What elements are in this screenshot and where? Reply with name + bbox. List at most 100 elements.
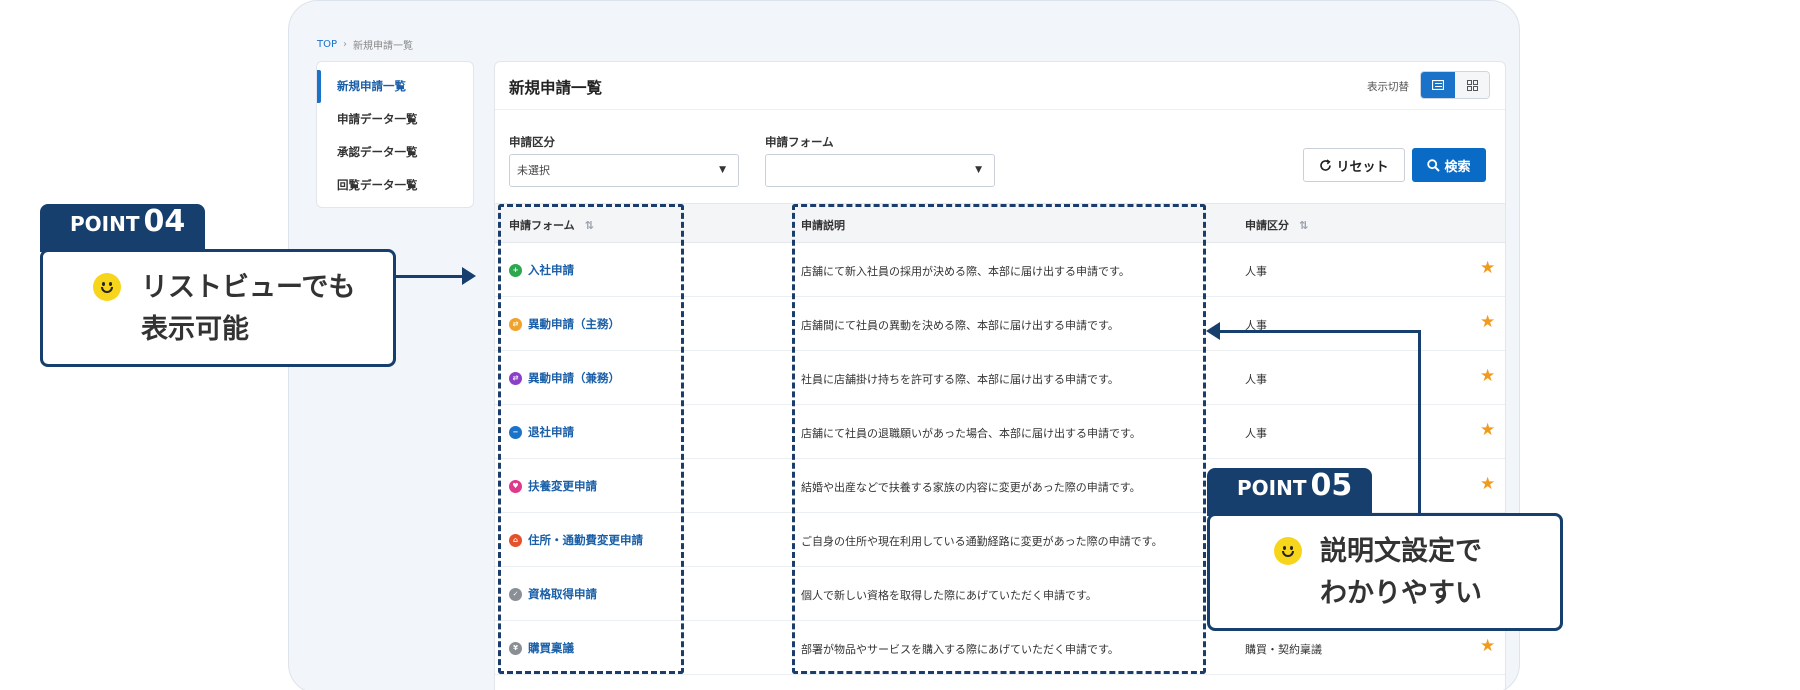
- form-name: 退社申請: [528, 425, 574, 439]
- table-row[interactable]: ✓ 資格取得申請 個人で新しい資格を取得した際にあげていただく申請です。: [495, 567, 1505, 621]
- list-view-icon: [1432, 80, 1444, 90]
- form-description: 個人で新しい資格を取得した際にあげていただく申請です。: [801, 589, 1097, 602]
- form-link[interactable]: ♥ 扶養変更申請: [509, 478, 597, 494]
- reset-button[interactable]: リセット: [1303, 148, 1405, 182]
- point05-text: 説明文設定で わかりやすい: [1320, 536, 1482, 609]
- form-category: 人事: [1245, 373, 1267, 386]
- form-filter-label: 申請フォーム: [765, 135, 834, 149]
- column-header-description-label: 申請説明: [801, 219, 845, 232]
- column-header-form[interactable]: 申請フォーム ⇅: [509, 217, 594, 233]
- form-link[interactable]: −退社申請: [509, 424, 574, 440]
- point05-arrowhead: [1206, 322, 1220, 340]
- form-name: 異動申請（兼務）: [528, 371, 620, 385]
- form-link[interactable]: ⇄ 異動申請（主務）: [509, 316, 620, 332]
- transfer-icon: ⇄: [509, 317, 522, 331]
- point05-connector-horizontal: [1220, 330, 1421, 333]
- table-row[interactable]: ¥購買稟議部署が物品やサービスを購入する際にあげていただく申請です。購買・契約稟…: [495, 621, 1505, 675]
- point05-word: POINT: [1237, 476, 1307, 500]
- chevron-down-icon: ▼: [719, 165, 726, 175]
- form-name: 入社申請: [528, 263, 574, 277]
- form-description: ご自身の住所や現在利用している通勤経路に変更があった際の申請です。: [801, 535, 1163, 548]
- point05-box: 説明文設定で わかりやすい: [1207, 513, 1563, 631]
- column-header-description: 申請説明: [801, 217, 845, 233]
- sidebar-item-circulation-data[interactable]: 回覧データ一覧: [337, 178, 418, 192]
- star-icon[interactable]: ★: [1480, 312, 1496, 332]
- point04-number: 04: [143, 204, 186, 239]
- form-description: 社員に店舗掛け持ちを許可する際、本部に届け出する申請です。: [801, 373, 1119, 386]
- form-category: 購買・契約稟議: [1245, 643, 1322, 656]
- form-link[interactable]: + 入社申請: [509, 262, 574, 278]
- sort-icon[interactable]: ⇅: [584, 218, 594, 232]
- point04-text: リストビューでも 表示可能: [141, 272, 356, 345]
- filter-area: 申請区分 未選択 ▼ 申請フォーム ▼ リセット 検索: [495, 110, 1505, 203]
- form-name: 異動申請（主務）: [528, 317, 620, 331]
- form-description: 結婚や出産などで扶養する家族の内容に変更があった際の申請です。: [801, 481, 1141, 494]
- main-panel: 新規申請一覧 表示切替 申請区分 未選択 ▼ 申請フォーム ▼: [494, 61, 1506, 690]
- column-header-category[interactable]: 申請区分 ⇅: [1245, 217, 1308, 233]
- form-category: 人事: [1245, 427, 1267, 440]
- star-icon[interactable]: ★: [1480, 258, 1496, 278]
- form-category: 人事: [1245, 319, 1267, 332]
- star-icon[interactable]: ★: [1480, 420, 1496, 440]
- form-select[interactable]: ▼: [765, 154, 995, 187]
- transfer-icon: ⇄: [509, 371, 522, 385]
- table-row[interactable]: ⇄ 異動申請（兼務） 社員に店舗掛け持ちを許可する際、本部に届け出する申請です。 人事…: [495, 351, 1505, 405]
- reset-button-label: リセット: [1336, 159, 1389, 175]
- sidebar-item-approval-data[interactable]: 承認データ一覧: [337, 145, 418, 159]
- table-row[interactable]: ♥ 扶養変更申請 結婚や出産などで扶養する家族の内容に変更があった際の申請です。 ★: [495, 459, 1505, 513]
- breadcrumb-separator: ›: [343, 39, 348, 50]
- column-header-form-label: 申請フォーム: [509, 219, 575, 232]
- view-toggle-label: 表示切替: [1367, 81, 1409, 93]
- user-add-icon: +: [509, 263, 522, 277]
- table-row[interactable]: −退社申請 店舗にて社員の退職願いがあった場合、本部に届け出する申請です。 人事 ★: [495, 405, 1505, 459]
- refresh-icon: [1320, 158, 1332, 171]
- list-view-button[interactable]: [1421, 72, 1455, 98]
- point04-arrowhead: [462, 267, 476, 285]
- category-select[interactable]: 未選択 ▼: [509, 154, 739, 187]
- point05-connector-vertical: [1418, 330, 1421, 514]
- sidebar-item-new-applications[interactable]: 新規申請一覧: [317, 70, 473, 103]
- breadcrumb-current: 新規申請一覧: [353, 41, 414, 52]
- point05-tab: POINT 05: [1207, 468, 1372, 516]
- sidebar-item-application-data[interactable]: 申請データ一覧: [337, 112, 418, 126]
- certificate-icon: ✓: [509, 587, 522, 601]
- breadcrumb-top-link[interactable]: TOP: [317, 39, 338, 50]
- star-icon[interactable]: ★: [1480, 636, 1496, 656]
- form-link[interactable]: ✓ 資格取得申請: [509, 586, 597, 602]
- app-frame: TOP › 新規申請一覧 新規申請一覧 申請データ一覧 承認データ一覧 回覧デー…: [288, 0, 1520, 690]
- point04-box: リストビューでも 表示可能: [40, 249, 396, 367]
- table-header: 申請フォーム ⇅ 申請説明 申請区分 ⇅: [495, 203, 1505, 243]
- form-description: 店舗間にて社員の異動を決める際、本部に届け出する申請です。: [801, 319, 1119, 332]
- table-row[interactable]: + 入社申請 店舗にて新入社員の採用が決める際、本部に届け出する申請です。 人事 ★: [495, 243, 1505, 297]
- form-link[interactable]: ¥購買稟議: [509, 640, 574, 656]
- main-header: 新規申請一覧 表示切替: [495, 62, 1505, 110]
- form-description: 店舗にて社員の退職願いがあった場合、本部に届け出する申請です。: [801, 427, 1141, 440]
- search-button[interactable]: 検索: [1412, 148, 1486, 182]
- home-icon: ⌂: [509, 533, 522, 547]
- star-icon[interactable]: ★: [1480, 366, 1496, 386]
- breadcrumb: TOP › 新規申請一覧: [317, 37, 413, 52]
- sidebar: 新規申請一覧 申請データ一覧 承認データ一覧 回覧データ一覧: [316, 61, 474, 208]
- grid-view-button[interactable]: [1455, 72, 1489, 98]
- form-description: 店舗にて新入社員の採用が決める際、本部に届け出する申請です。: [801, 265, 1130, 278]
- star-icon[interactable]: ★: [1480, 474, 1496, 494]
- point04-connector: [396, 275, 464, 278]
- smiley-icon: [93, 273, 121, 301]
- form-name: 住所・通勤費変更申請: [528, 533, 643, 547]
- form-name: 購買稟議: [528, 641, 574, 655]
- point04-tab: POINT 04: [40, 204, 205, 252]
- search-icon: [1427, 158, 1441, 172]
- view-toggle: [1420, 71, 1490, 99]
- form-category: 人事: [1245, 265, 1267, 278]
- form-name: 扶養変更申請: [528, 479, 597, 493]
- sort-icon[interactable]: ⇅: [1299, 218, 1309, 232]
- form-name: 資格取得申請: [528, 587, 597, 601]
- form-link[interactable]: ⌂ 住所・通勤費変更申請: [509, 532, 643, 548]
- form-link[interactable]: ⇄ 異動申請（兼務）: [509, 370, 620, 386]
- table-row[interactable]: ⌂ 住所・通勤費変更申請 ご自身の住所や現在利用している通勤経路に変更があった際の申…: [495, 513, 1505, 567]
- family-icon: ♥: [509, 479, 522, 493]
- table-row[interactable]: ⇄ 異動申請（主務） 店舗間にて社員の異動を決める際、本部に届け出する申請です。 人事…: [495, 297, 1505, 351]
- point05-number: 05: [1310, 468, 1353, 503]
- category-filter-label: 申請区分: [509, 135, 555, 149]
- category-select-value: 未選択: [517, 164, 550, 177]
